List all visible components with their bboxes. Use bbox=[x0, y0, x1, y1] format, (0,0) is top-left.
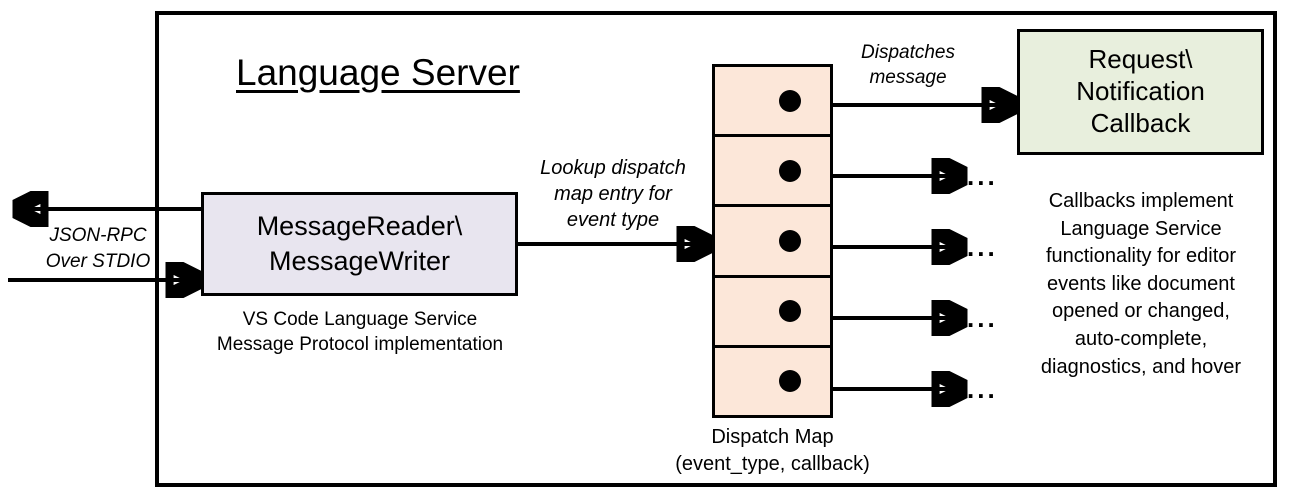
callback-title-line2: Notification bbox=[1076, 76, 1205, 107]
dispatch-map-row-2[interactable] bbox=[715, 137, 830, 208]
callback-title-line3: Callback bbox=[1090, 107, 1191, 138]
dispatches-message-edge-label: Dispatches message bbox=[833, 40, 983, 90]
dispatch-msg-line1: Dispatches bbox=[861, 42, 955, 63]
request-notification-callback-box[interactable]: Request\ Notification Callback bbox=[1017, 29, 1264, 155]
ellipsis-row-5: ... bbox=[967, 374, 998, 404]
lookup-label-line1: Lookup dispatch bbox=[540, 157, 686, 179]
callback-desc-line6: auto-complete, bbox=[1074, 327, 1208, 350]
callback-desc-line5: opened or changed, bbox=[1052, 300, 1230, 323]
lookup-dispatch-edge-label: Lookup dispatch map entry for event type bbox=[518, 155, 708, 233]
callback-title: Request\ Notification Callback bbox=[1076, 44, 1205, 140]
dispatch-map-caption: Dispatch Map (event_type, callback) bbox=[650, 424, 895, 477]
callback-desc-line4: events like document bbox=[1047, 272, 1235, 295]
lookup-label-line3: event type bbox=[566, 209, 660, 231]
callback-title-line1: Request\ bbox=[1088, 44, 1193, 75]
caption-line-1: VS Code Language Service bbox=[242, 309, 478, 330]
lookup-label-line2: map entry for bbox=[554, 183, 672, 205]
message-reader-writer-caption: VS Code Language Service Message Protoco… bbox=[185, 307, 535, 357]
callback-desc-line7: diagnostics, and hover bbox=[1040, 355, 1242, 378]
language-server-frame bbox=[155, 11, 1277, 487]
callback-desc-line3: functionality for editor bbox=[1045, 245, 1237, 268]
caption-line-2: Message Protocol implementation bbox=[216, 334, 504, 356]
ellipsis-row-2: ... bbox=[967, 161, 998, 191]
jsonrpc-label-line2: Over STDIO bbox=[45, 250, 151, 272]
dispatch-map-row-5[interactable] bbox=[715, 348, 830, 415]
jsonrpc-label-line1: JSON-RPC bbox=[49, 225, 147, 246]
dispatch-entry-dot-icon bbox=[779, 159, 801, 182]
message-reader-writer-box[interactable]: MessageReader\ MessageWriter bbox=[201, 192, 518, 296]
callback-desc-line2: Language Service bbox=[1060, 217, 1222, 240]
dispatch-map-table[interactable] bbox=[712, 64, 833, 418]
dispatch-entry-dot-icon bbox=[779, 300, 801, 323]
message-reader-writer-title: MessageReader\ MessageWriter bbox=[257, 209, 463, 278]
ellipsis-row-3: ... bbox=[967, 232, 998, 262]
dispatch-entry-dot-icon bbox=[779, 230, 801, 252]
ellipsis-row-4: ... bbox=[967, 303, 998, 333]
message-reader-line: MessageReader\ bbox=[256, 211, 463, 242]
dispatch-map-caption-line1: Dispatch Map bbox=[711, 426, 834, 448]
dispatch-entry-dot-icon bbox=[779, 89, 801, 112]
dispatch-entry-dot-icon bbox=[779, 370, 801, 393]
jsonrpc-channel-label: JSON-RPC Over STDIO bbox=[28, 223, 168, 274]
page-title: Language Server bbox=[236, 52, 520, 93]
dispatch-msg-line2: message bbox=[869, 67, 947, 89]
dispatch-map-row-1[interactable] bbox=[715, 67, 830, 138]
dispatch-map-row-4[interactable] bbox=[715, 278, 830, 348]
dispatch-map-caption-line2: (event_type, callback) bbox=[675, 452, 870, 475]
message-writer-line: MessageWriter bbox=[268, 246, 451, 276]
callback-description: Callbacks implement Language Service fun… bbox=[1005, 188, 1277, 381]
callback-desc-line1: Callbacks implement bbox=[1048, 190, 1234, 212]
dispatch-map-row-3[interactable] bbox=[715, 207, 830, 278]
